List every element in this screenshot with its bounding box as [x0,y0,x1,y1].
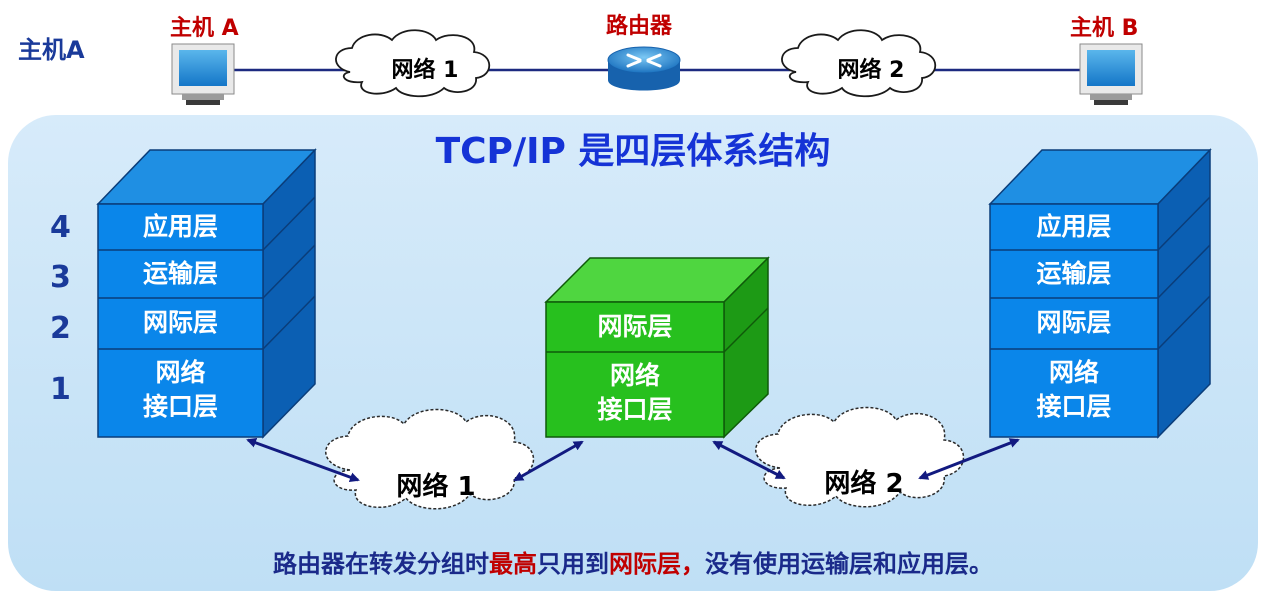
host-a-network-interface-layer: 网络 接口层 [142,358,218,421]
router-protocol-stack [544,256,770,439]
footer-part2: 只用到 [537,550,609,578]
arrow-net2-hostb [918,438,1020,480]
layer-number-3: 3 [50,260,71,295]
host-b-protocol-stack [988,148,1212,439]
host-b-internet-layer: 网际层 [1036,308,1112,337]
host-b-transport-layer: 运输层 [1036,259,1112,288]
footer-part3: 没有使用运输层和应用层。 [705,550,993,578]
arrow-net1-router [513,440,584,482]
bottom-network1-label: 网络 1 [396,472,476,502]
top-cloud-network2 [781,29,937,98]
router-label: 路由器 [606,14,673,39]
diagram-title: TCP/IP 是四层体系结构 [435,131,831,172]
arrow-router-net2 [712,440,786,480]
host-a-transport-layer: 运输层 [142,259,218,288]
top-cloud-network1 [335,29,491,98]
top-left-host-label: 主机A [18,36,85,64]
host-a-protocol-stack [96,148,317,439]
top-network1-label: 网络 1 [391,58,459,83]
router-network-interface-layer: 网络 接口层 [597,361,673,424]
router-internet-layer: 网际层 [597,312,673,341]
footer-part1: 路由器在转发分组时 [273,550,489,578]
layer-number-2: 2 [50,311,71,346]
host-a-label: 主机 A [170,16,239,41]
router-icon [607,46,681,91]
host-b-network-interface-layer: 网络 接口层 [1036,358,1112,421]
host-b-application-layer: 应用层 [1036,212,1112,241]
footer-note: 路由器在转发分组时最高只用到网际层，没有使用运输层和应用层。 [0,544,1266,579]
bottom-network2-label: 网络 2 [824,469,904,499]
footer-highlight-highest: 最高 [489,550,537,578]
top-network2-label: 网络 2 [837,58,905,83]
layer-number-4: 4 [50,210,71,245]
host-a-internet-layer: 网际层 [142,308,218,337]
layer-number-1: 1 [50,372,71,407]
arrow-hosta-net1 [246,438,360,482]
host-a-application-layer: 应用层 [142,212,218,241]
host-b-label: 主机 B [1070,16,1139,41]
host-b-computer-icon [1079,43,1143,105]
host-a-computer-icon [171,43,235,105]
footer-highlight-internet-layer: 网际层， [609,550,705,578]
